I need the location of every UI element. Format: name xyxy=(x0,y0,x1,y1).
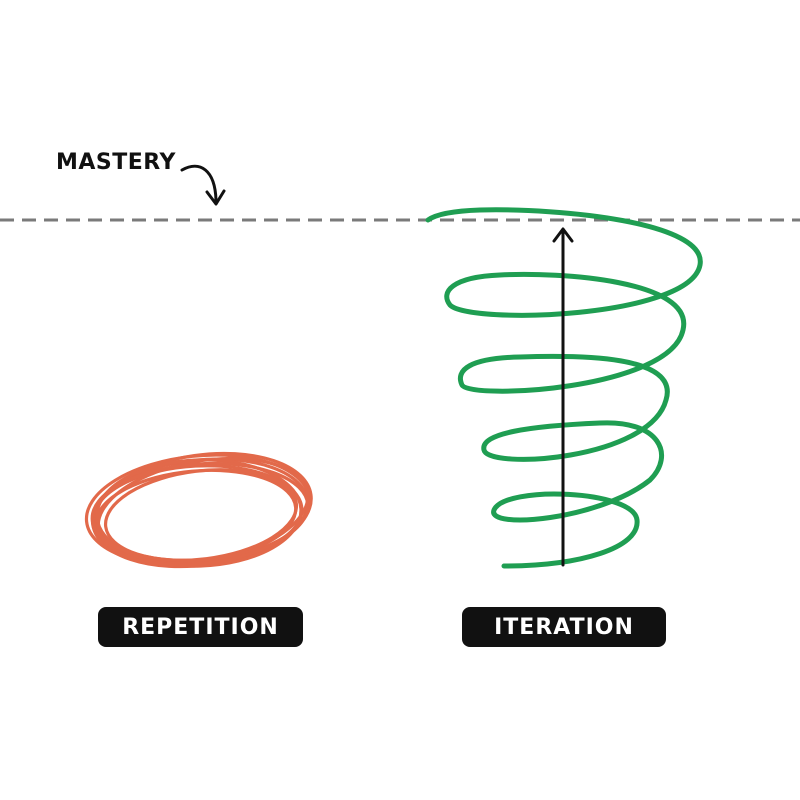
iteration-progress-arrowhead xyxy=(552,227,574,243)
iteration-spiral xyxy=(425,207,703,569)
mastery-pointer-arrow xyxy=(180,164,218,202)
repetition-label: REPETITION xyxy=(98,607,303,647)
iteration-label: ITERATION xyxy=(462,607,666,647)
mastery-label: MASTERY xyxy=(56,150,176,175)
repetition-scribble xyxy=(84,451,313,569)
mastery-pointer-arrowhead xyxy=(205,189,226,206)
